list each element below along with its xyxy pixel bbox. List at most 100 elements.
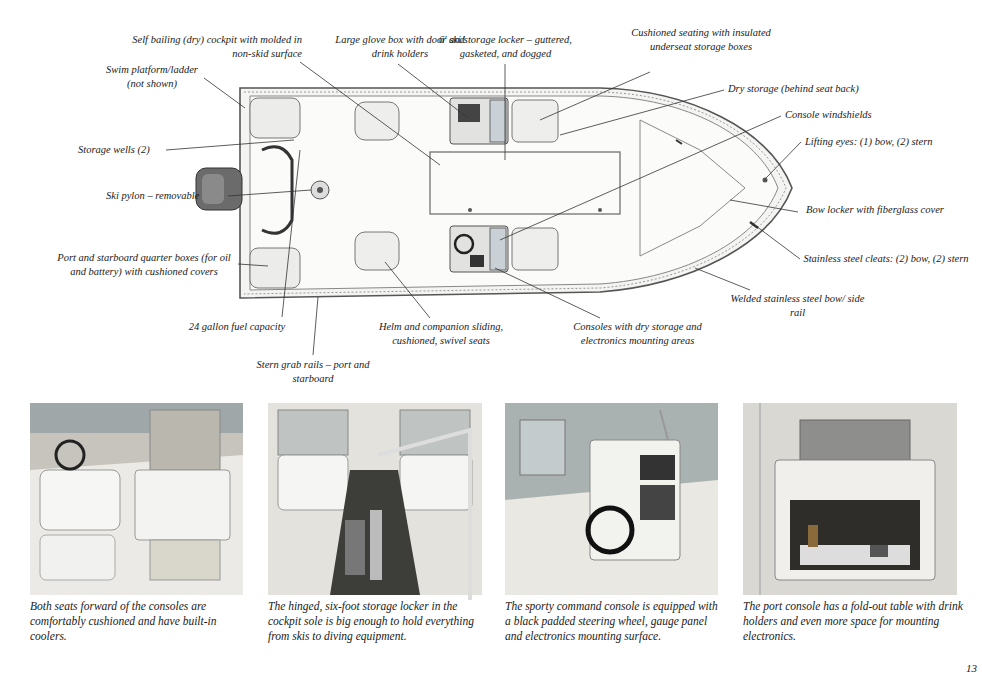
consoles	[450, 98, 508, 272]
callout-label: Dry storage (behind seat back)	[728, 82, 888, 96]
outboard-engine	[202, 174, 224, 204]
callout-label: Self bailing (dry) cockpit with molded i…	[112, 33, 302, 60]
callout-label: Consoles with dry storage and electronic…	[555, 320, 720, 347]
photo-locker	[330, 470, 420, 595]
photo-console	[640, 485, 675, 520]
callout-label: Stainless steel cleats: (2) bow, (2) ste…	[800, 252, 972, 266]
stern-boxes	[311, 181, 329, 199]
callout-label: Welded stainless steel bow/ side rail	[725, 292, 870, 319]
photo-console	[520, 420, 565, 475]
photo-port-console	[790, 500, 920, 570]
stern-boxes	[250, 98, 329, 288]
leader-lines	[385, 262, 430, 318]
photo-console	[660, 410, 668, 440]
photo-seats	[30, 403, 243, 595]
photo-locker	[378, 430, 470, 600]
callout-label: 24 gallon fuel capacity	[170, 320, 304, 334]
photo-locker	[400, 455, 472, 510]
seats	[355, 232, 399, 270]
callout-label: Cushioned seating with insulated underse…	[626, 26, 776, 53]
leader-lines	[495, 268, 600, 318]
bow-locker	[750, 222, 758, 228]
storage-locker	[468, 208, 472, 212]
callout-label: Ski pylon – removable	[106, 189, 228, 203]
photo-locker	[345, 520, 365, 575]
photo-console	[588, 508, 632, 552]
callout-label: Lifting eyes: (1) bow, (2) stern	[805, 135, 977, 149]
leader-lines	[500, 116, 781, 240]
photo-seats	[150, 540, 220, 580]
boat-hull	[244, 92, 786, 294]
stern-boxes	[250, 98, 300, 138]
photo-locker	[268, 403, 482, 595]
photo-console	[505, 403, 718, 595]
photo-port-console	[775, 460, 935, 580]
outboard-engine	[196, 168, 242, 210]
leader-lines	[398, 64, 468, 118]
photo-caption: Both seats forward of the consoles are c…	[30, 599, 250, 644]
consoles	[450, 226, 508, 272]
stern-boxes	[317, 187, 323, 193]
consoles	[455, 235, 473, 253]
storage-locker	[430, 152, 620, 214]
photo-caption: The port console has a fold-out table wi…	[743, 599, 965, 644]
photo-port-console	[800, 545, 910, 565]
photo-caption: The sporty command console is equipped w…	[505, 599, 725, 644]
leader-lines	[730, 200, 798, 212]
consoles	[450, 98, 508, 144]
photo-seats	[40, 470, 120, 530]
leader-lines	[560, 90, 724, 135]
boat-hull	[250, 96, 778, 290]
photo-console	[590, 440, 680, 560]
outboard-engine	[196, 168, 242, 210]
photo-port-console	[800, 420, 910, 460]
callout-label: Stern grab rails – port and starboard	[250, 358, 376, 385]
boat-hull	[240, 88, 792, 298]
seats	[512, 100, 558, 142]
photo-seats	[40, 535, 115, 580]
storage-locker	[430, 152, 620, 214]
callout-label: Storage wells (2)	[78, 143, 166, 157]
photo-seats	[150, 410, 220, 470]
photo-seats	[135, 470, 230, 540]
stern-boxes	[262, 147, 292, 234]
callout-label: Console windshields	[785, 108, 900, 122]
callout-label: Port and starboard quarter boxes (for oi…	[50, 251, 238, 278]
bow-locker	[640, 120, 641, 256]
photo-port-console	[759, 403, 761, 595]
leader-lines	[300, 62, 440, 165]
photo-port-console	[870, 545, 888, 557]
photo-seats	[30, 455, 243, 595]
storage-locker	[598, 208, 602, 212]
photo-seats	[30, 403, 243, 595]
bow-locker	[640, 120, 745, 256]
leader-lines	[540, 72, 650, 120]
leader-lines	[756, 226, 800, 259]
consoles	[490, 228, 506, 270]
photo-port-console	[743, 403, 957, 595]
page-number: 13	[966, 661, 982, 675]
photo-console	[505, 403, 718, 595]
leader-lines	[282, 150, 300, 317]
leader-lines	[228, 190, 311, 196]
leader-lines	[204, 78, 245, 108]
photo-locker	[268, 403, 482, 600]
photo-locker	[278, 455, 348, 510]
photo-port-console	[808, 525, 818, 547]
leader-lines	[505, 64, 506, 160]
callout-label: 6' ski/storage locker – guttered, gasket…	[428, 33, 583, 60]
consoles	[470, 255, 484, 267]
photo-locker	[370, 510, 382, 580]
photo-caption: The hinged, six-foot storage locker in t…	[268, 599, 488, 644]
bow-locker	[640, 120, 768, 256]
leader-lines	[166, 62, 801, 355]
leader-lines	[695, 268, 750, 290]
callout-label: Helm and companion sliding, cushioned, s…	[356, 320, 526, 347]
bow-locker	[676, 140, 682, 144]
seats	[512, 228, 558, 270]
photo-locker	[278, 410, 348, 455]
photo-port-console	[743, 403, 957, 595]
consoles	[490, 100, 506, 142]
